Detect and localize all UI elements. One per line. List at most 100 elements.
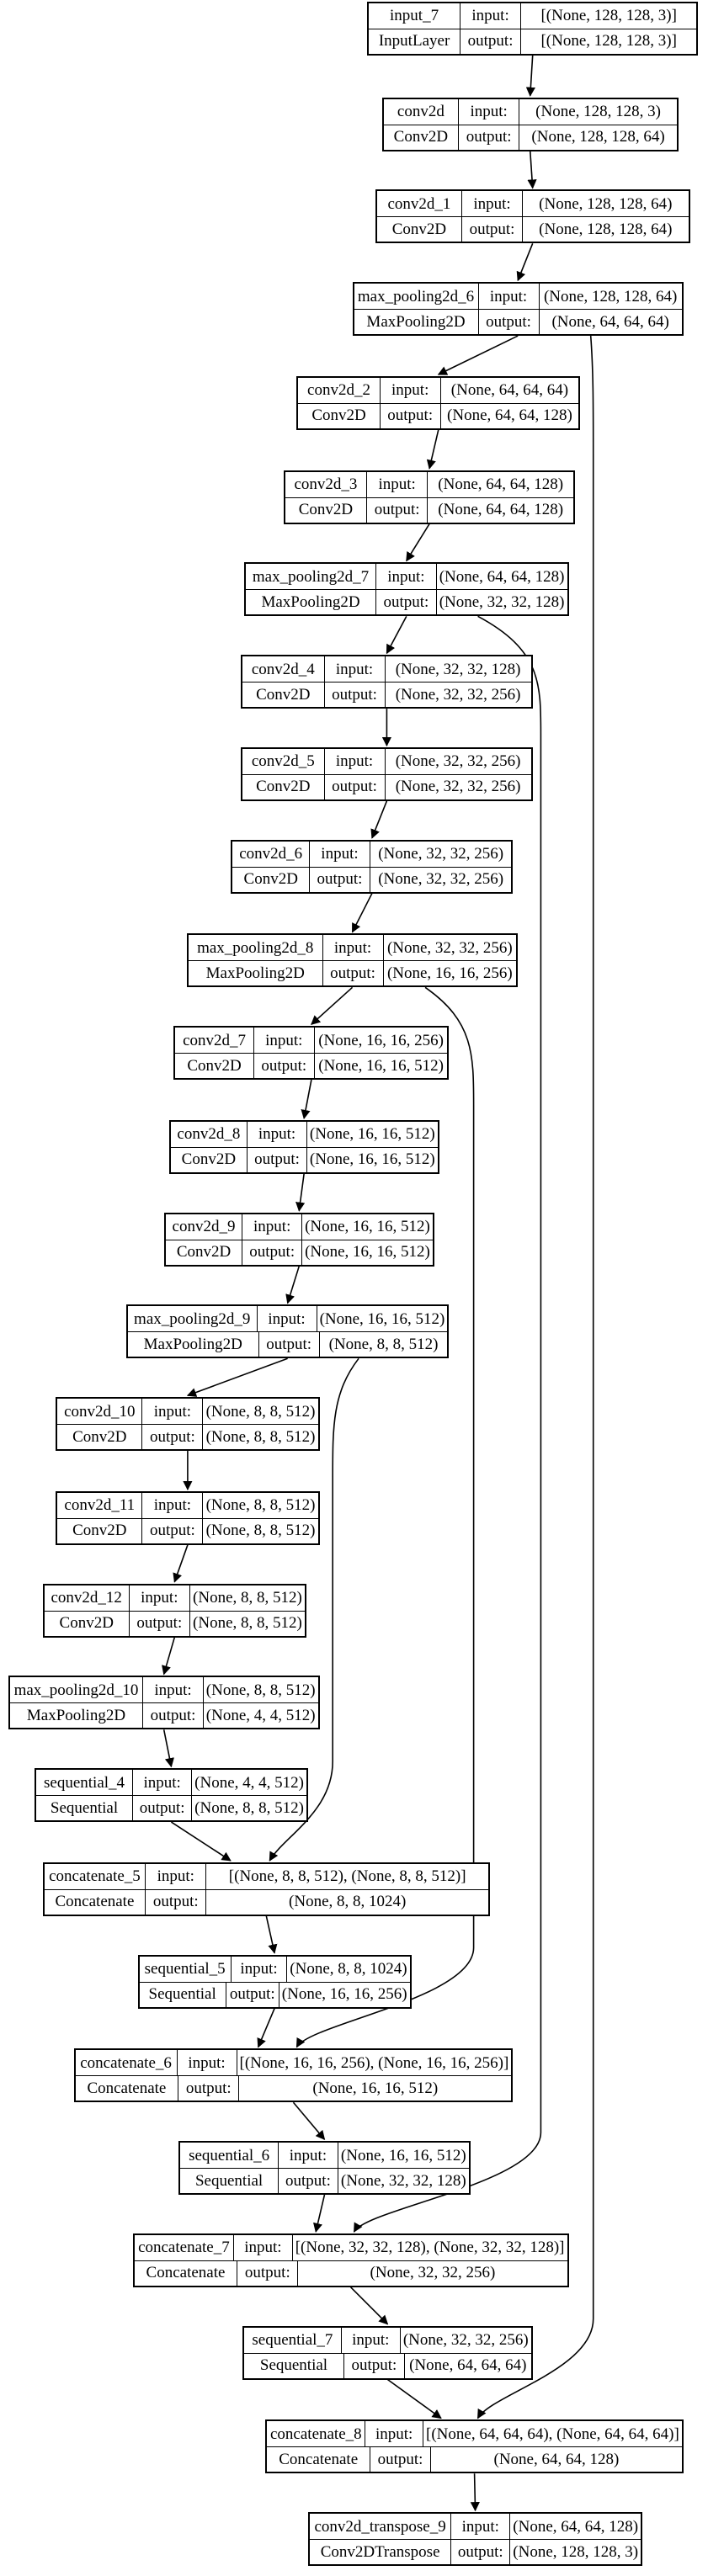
layer-type: Conv2DTranspose xyxy=(310,2539,452,2565)
output-shape: (None, 8, 8, 512) xyxy=(194,1798,304,1817)
output-shape: (None, 128, 128, 64) xyxy=(539,220,673,238)
input-shape: [(None, 32, 32, 128), (None, 32, 32, 128… xyxy=(295,2239,565,2257)
output-shape: (None, 8, 8, 512) xyxy=(328,1335,439,1353)
layer-type: MaxPooling2D xyxy=(189,960,323,986)
input-label: input: xyxy=(146,1863,207,1889)
input-shape: (None, 8, 8, 512) xyxy=(205,1681,316,1699)
output-label: output: xyxy=(146,1888,207,1915)
input-shape: (None, 4, 4, 512) xyxy=(194,1773,304,1792)
output-label: output: xyxy=(370,2446,432,2472)
layer-name: concatenate_5 xyxy=(45,1863,146,1889)
edge-max-pooling2d-9-to-concatenate-5 xyxy=(269,1357,359,1862)
output-shape: (None, 64, 64, 64) xyxy=(409,2356,527,2375)
output-shape: (None, 32, 32, 256) xyxy=(395,778,521,796)
output-label: output: xyxy=(143,1702,204,1729)
output-shape: (None, 8, 8, 512) xyxy=(205,1522,316,1540)
layer-type: Sequential xyxy=(180,2168,279,2194)
layer-type: Conv2D xyxy=(242,682,325,708)
layer-name: max_pooling2d_9 xyxy=(128,1306,258,1332)
layer-type: Conv2D xyxy=(57,1517,143,1543)
input-label: input: xyxy=(130,1585,190,1611)
layer-type: Sequential xyxy=(36,1795,134,1821)
input-label: input: xyxy=(323,935,384,961)
output-label: output: xyxy=(460,28,522,54)
edge-conv2d-2-to-conv2d-3 xyxy=(426,429,439,470)
input-label: input: xyxy=(242,1214,303,1240)
edge-max-pooling2d-7-to-conv2d-4 xyxy=(386,615,407,655)
input-shape: (None, 16, 16, 512) xyxy=(309,1125,435,1144)
output-label: output: xyxy=(376,589,437,615)
layer-name: concatenate_6 xyxy=(76,2050,178,2076)
input-label: input: xyxy=(376,564,437,590)
output-label: output: xyxy=(178,2075,240,2101)
input-shape: (None, 8, 8, 512) xyxy=(205,1496,316,1515)
edge-max-pooling2d-10-to-sequential-4 xyxy=(162,1729,174,1768)
input-shape: (None, 64, 64, 128) xyxy=(438,475,564,494)
layer-name: conv2d_12 xyxy=(45,1585,130,1611)
output-label: output: xyxy=(259,1331,320,1357)
input-shape: (None, 32, 32, 256) xyxy=(402,2331,529,2350)
layer-name: conv2d_8 xyxy=(171,1121,248,1147)
layer-name: conv2d_7 xyxy=(175,1028,254,1054)
layer-type: Conv2D xyxy=(175,1053,254,1079)
input-label: input: xyxy=(254,1028,315,1054)
layer-type: Concatenate xyxy=(45,1888,146,1915)
output-shape: (None, 16, 16, 512) xyxy=(318,1056,444,1075)
edge-max-pooling2d-9-to-conv2d-10 xyxy=(186,1357,288,1397)
output-label: output: xyxy=(381,402,441,428)
input-label: input: xyxy=(248,1121,307,1147)
input-label: input: xyxy=(178,2050,237,2076)
input-shape: (None, 32, 32, 256) xyxy=(378,845,504,863)
output-shape: (None, 4, 4, 512) xyxy=(205,1706,316,1724)
layer-type: Concatenate xyxy=(135,2260,238,2286)
edge-conv2d-3-to-max-pooling2d-7 xyxy=(406,523,430,562)
input-shape: (None, 16, 16, 512) xyxy=(319,1309,445,1328)
layer-type: Conv2D xyxy=(242,773,325,799)
layer-name: max_pooling2d_8 xyxy=(189,935,323,961)
input-label: input: xyxy=(460,3,522,29)
output-label: output: xyxy=(130,1610,190,1636)
layer-name: sequential_4 xyxy=(36,1770,134,1796)
edge-conv2d-8-to-conv2d-9 xyxy=(295,1173,306,1212)
output-shape: (None, 16, 16, 512) xyxy=(305,1243,430,1261)
input-label: input: xyxy=(142,1399,204,1425)
output-shape: (None, 32, 32, 128) xyxy=(340,2171,466,2190)
output-label: output: xyxy=(142,1424,204,1450)
layer-type: Conv2D xyxy=(298,402,381,428)
output-label: output: xyxy=(248,1146,307,1172)
layer-name: concatenate_7 xyxy=(135,2234,235,2260)
input-label: input: xyxy=(462,191,524,217)
layer-name: conv2d_10 xyxy=(57,1399,143,1425)
output-shape: (None, 16, 16, 256) xyxy=(386,964,513,982)
layer-type: Conv2D xyxy=(45,1610,130,1636)
input-shape: (None, 64, 64, 128) xyxy=(513,2517,639,2536)
output-shape: (None, 64, 64, 128) xyxy=(493,2450,620,2468)
output-shape: (None, 16, 16, 512) xyxy=(309,1150,435,1169)
layer-type: Conv2D xyxy=(232,866,310,892)
input-label: input: xyxy=(133,1770,193,1796)
edge-max-pooling2d-6-to-conv2d-2 xyxy=(437,335,519,375)
layer-name: sequential_7 xyxy=(244,2327,342,2353)
edge-conv2d-1-to-max-pooling2d-6 xyxy=(516,243,534,282)
output-shape: (None, 64, 64, 64) xyxy=(551,312,669,331)
input-label: input: xyxy=(342,2327,401,2353)
layer-name: sequential_5 xyxy=(140,1956,232,1982)
layer-name: conv2d_1 xyxy=(377,191,463,217)
layer-type: Conv2D xyxy=(57,1424,143,1450)
edge-max-pooling2d-8-to-concatenate-6 xyxy=(295,986,475,2048)
input-label: input: xyxy=(459,98,520,125)
edge-conv2d-11-to-conv2d-12 xyxy=(173,1544,189,1583)
